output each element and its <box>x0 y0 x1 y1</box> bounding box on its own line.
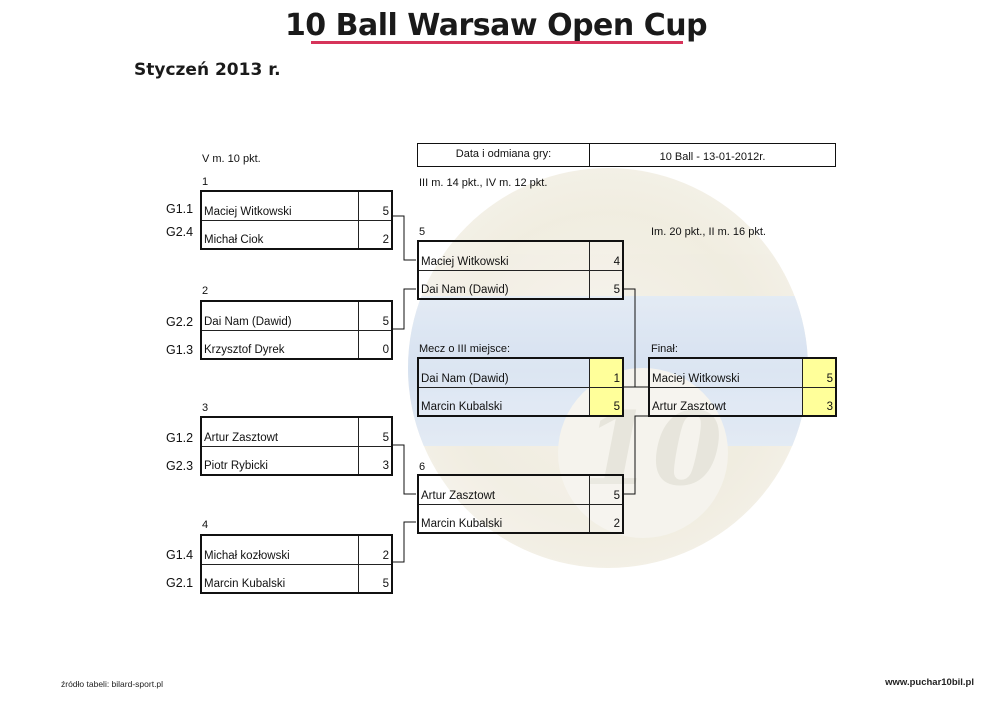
player-score: 5 <box>358 192 391 220</box>
player-row: Artur Zasztowt 5 <box>419 476 622 504</box>
match-5-card: Maciej Witkowski 4 Dai Nam (Dawid) 5 <box>417 240 624 300</box>
player-row: Marcin Kubalski 5 <box>202 564 391 592</box>
final-match-card: Maciej Witkowski 5 Artur Zasztowt 3 <box>648 357 837 417</box>
player-score: 4 <box>589 242 622 270</box>
player-row: Maciej Witkowski 5 <box>202 192 391 220</box>
source-note: źródło tabeli: bilard-sport.pl <box>61 679 163 689</box>
player-name: Piotr Rybicki <box>202 447 358 474</box>
player-name: Marcin Kubalski <box>202 565 358 592</box>
player-score: 5 <box>589 271 622 298</box>
player-name: Michał Ciok <box>202 221 358 248</box>
match-6-card: Artur Zasztowt 5 Marcin Kubalski 2 <box>417 474 624 534</box>
player-name: Marcin Kubalski <box>419 388 589 415</box>
player-row: Dai Nam (Dawid) 1 <box>419 359 622 387</box>
player-row: Michał Ciok 2 <box>202 220 391 248</box>
player-name: Artur Zasztowt <box>650 388 802 415</box>
player-score: 2 <box>358 536 391 564</box>
player-score: 5 <box>358 418 391 446</box>
connector-line <box>392 216 416 260</box>
player-name: Maciej Witkowski <box>650 359 802 387</box>
player-score: 5 <box>589 476 622 504</box>
connector-line <box>392 522 416 562</box>
player-row: Krzysztof Dyrek 0 <box>202 330 391 358</box>
player-name: Marcin Kubalski <box>419 505 589 532</box>
player-name: Artur Zasztowt <box>202 418 358 446</box>
connector-line <box>623 289 648 387</box>
player-row: Piotr Rybicki 3 <box>202 446 391 474</box>
match-1-card: Maciej Witkowski 5 Michał Ciok 2 <box>200 190 393 250</box>
match-3-card: Artur Zasztowt 5 Piotr Rybicki 3 <box>200 416 393 476</box>
website-link[interactable]: www.puchar10bil.pl <box>885 677 974 688</box>
player-score: 3 <box>358 447 391 474</box>
player-score: 1 <box>589 359 622 387</box>
player-score: 2 <box>358 221 391 248</box>
player-name: Maciej Witkowski <box>419 242 589 270</box>
player-row: Dai Nam (Dawid) 5 <box>419 270 622 298</box>
player-name: Dai Nam (Dawid) <box>419 271 589 298</box>
match-2-card: Dai Nam (Dawid) 5 Krzysztof Dyrek 0 <box>200 300 393 360</box>
player-name: Maciej Witkowski <box>202 192 358 220</box>
player-row: Artur Zasztowt 5 <box>202 418 391 446</box>
player-score: 5 <box>802 359 835 387</box>
player-row: Maciej Witkowski 4 <box>419 242 622 270</box>
player-score: 5 <box>358 565 391 592</box>
connector-line <box>623 416 648 494</box>
player-name: Artur Zasztowt <box>419 476 589 504</box>
player-score: 0 <box>358 331 391 358</box>
match-4-card: Michał kozłowski 2 Marcin Kubalski 5 <box>200 534 393 594</box>
player-row: Michał kozłowski 2 <box>202 536 391 564</box>
connector-line <box>392 445 416 494</box>
player-name: Dai Nam (Dawid) <box>202 302 358 330</box>
player-row: Marcin Kubalski 5 <box>419 387 622 415</box>
player-score: 2 <box>589 505 622 532</box>
player-row: Dai Nam (Dawid) 5 <box>202 302 391 330</box>
player-score: 5 <box>358 302 391 330</box>
player-name: Krzysztof Dyrek <box>202 331 358 358</box>
third-place-match-card: Dai Nam (Dawid) 1 Marcin Kubalski 5 <box>417 357 624 417</box>
player-row: Artur Zasztowt 3 <box>650 387 835 415</box>
player-name: Dai Nam (Dawid) <box>419 359 589 387</box>
player-score: 3 <box>802 388 835 415</box>
player-row: Marcin Kubalski 2 <box>419 504 622 532</box>
player-score: 5 <box>589 388 622 415</box>
player-name: Michał kozłowski <box>202 536 358 564</box>
player-row: Maciej Witkowski 5 <box>650 359 835 387</box>
connector-line <box>392 289 416 329</box>
